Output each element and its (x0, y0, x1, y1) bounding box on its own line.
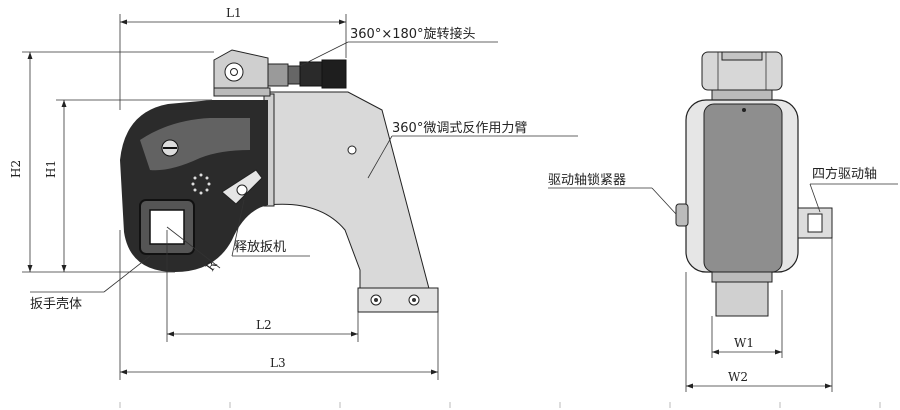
front-view-dimensions: W1 W2 (685, 238, 833, 392)
label-release: 释放扳机 (234, 239, 286, 255)
label-arm: 360°微调式反作用力臂 (392, 121, 527, 136)
dim-H2: H2 (9, 160, 23, 178)
label-lock: 驱动轴锁紧器 (548, 172, 626, 188)
dim-H1: H1 (44, 160, 58, 178)
dim-L1: L1 (226, 6, 242, 20)
dim-L2: L2 (256, 318, 272, 332)
front-view (675, 51, 833, 317)
square-drive-shaft (797, 207, 833, 239)
dim-W1: W1 (734, 336, 754, 350)
drive-lock (675, 203, 689, 227)
label-swivel: 360°×180°旋转接头 (350, 26, 476, 42)
label-housing: 扳手壳体 (30, 296, 82, 312)
dim-W2: W2 (728, 370, 748, 384)
bottom-ticks (119, 402, 881, 408)
label-drive: 四方驱动轴 (812, 166, 877, 182)
side-view-callouts: 360°×180°旋转接头 360°微调式反作用力臂 释放扳机 扳手壳体 (30, 26, 578, 312)
side-view-dimensions: L1 H2 H1 L2 L3 R (9, 6, 439, 380)
side-view (120, 49, 439, 313)
front-view-callouts: 驱动轴锁紧器 四方驱动轴 (548, 166, 898, 215)
arm-base-plate (357, 287, 439, 313)
dim-L3: L3 (270, 356, 286, 370)
